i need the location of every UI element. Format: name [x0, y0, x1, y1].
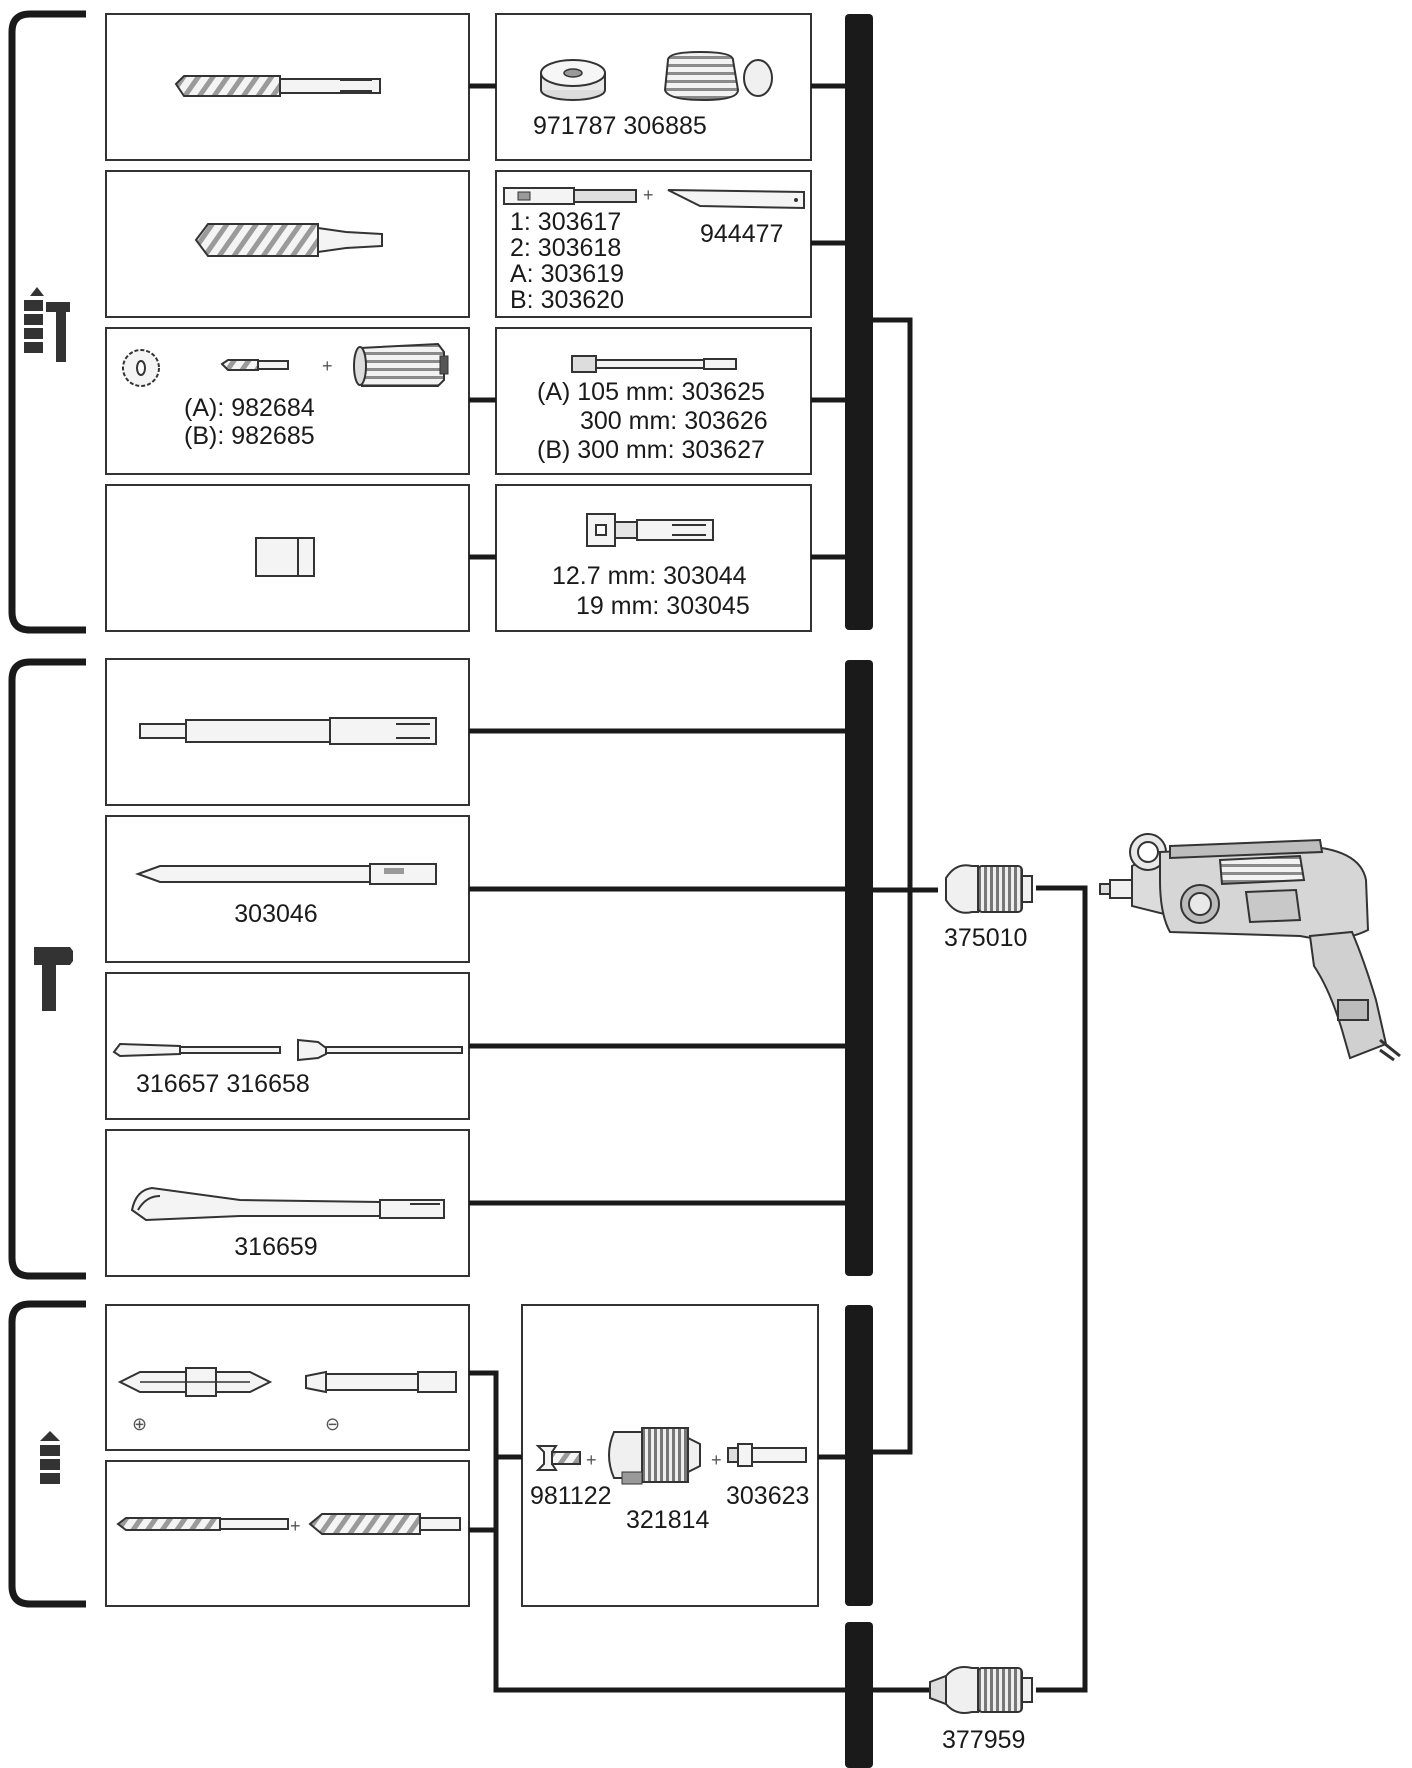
rotary-hammer-tool-icon [1099, 833, 1401, 1062]
row2-code-b: B: 303620 [510, 286, 624, 314]
pointed-chisel-code: 303046 [234, 900, 318, 928]
row4-code-2: 19 mm: 303045 [576, 592, 750, 620]
flat-chisel-codes: 316657 316658 [136, 1070, 310, 1098]
bus-bar-hammer-drill [845, 14, 873, 630]
quick-change-chuck-upper-icon [945, 864, 1033, 914]
box-socket-adapter [495, 484, 812, 632]
mode-bracket-hammer-drill [8, 10, 86, 634]
twist-drill-bit-icon [116, 1517, 289, 1531]
row2-rod-code: 944477 [700, 220, 784, 248]
row3-right-code-mid: 300 mm: 303626 [580, 407, 768, 435]
connector-lines [469, 83, 1088, 1693]
row3-left-code-a: (A): 982684 [184, 394, 315, 422]
chuck-plus-sign-left: + [586, 1450, 597, 1470]
slotted-symbol: ⊖ [325, 1414, 341, 1434]
drill-mode-icon [40, 1431, 60, 1484]
row2-code-1: 1: 303617 [510, 208, 622, 236]
phillips-bit-icon [117, 1367, 273, 1397]
pilot-drill-icon [220, 359, 289, 371]
narrow-flat-chisel-icon [112, 1042, 281, 1058]
chuck-plus-sign-right: + [711, 1450, 722, 1470]
core-cutter-icon [353, 342, 449, 387]
socket-adapter-icon [586, 513, 714, 547]
box-extension-rods [495, 327, 812, 475]
quick-change-chuck-lower-icon [929, 1666, 1033, 1714]
socket-icon [255, 537, 315, 577]
wood-auger-bit-icon [308, 1513, 461, 1535]
drill-plus-sign: + [290, 1516, 301, 1536]
wide-flat-chisel-icon [297, 1038, 463, 1062]
sds-drill-bit-icon [174, 75, 381, 97]
hammer-drill-mode-icon [24, 287, 70, 362]
row3-right-code-a: (A) 105 mm: 303625 [537, 378, 765, 406]
chuck-adapter-screw-icon [535, 1445, 581, 1471]
bus-bar-drill-lower [845, 1622, 873, 1768]
bull-point-chisel-icon [139, 717, 437, 745]
keyed-chuck-icon [608, 1427, 701, 1485]
sds-chuck-adapter-code: 303623 [726, 1482, 810, 1510]
core-drill-bit-icon [194, 223, 383, 257]
bus-bar-drill-upper [845, 1305, 873, 1606]
dust-cap-icon [663, 50, 773, 102]
depth-stop-ring-icon [540, 59, 606, 101]
pointed-chisel-icon [135, 863, 437, 885]
keyed-chuck-code: 321814 [626, 1506, 710, 1534]
gouge-chisel-icon [130, 1186, 445, 1222]
sds-chuck-adapter-icon [727, 1443, 807, 1467]
box-pointed-chisel [105, 815, 470, 963]
upper-chuck-code: 375010 [944, 924, 1028, 952]
row3-right-code-b: (B) 300 mm: 303627 [537, 436, 765, 464]
row2-plus-sign: + [643, 185, 654, 205]
extension-bar-icon [571, 355, 737, 373]
shank-adapter-icon [503, 187, 637, 205]
extension-rod-icon [667, 189, 805, 210]
bus-bar-chisel [845, 660, 873, 1276]
chisel-mode-icon [34, 947, 73, 1011]
mode-bracket-chisel [8, 658, 86, 1280]
row1-right-codes: 971787 306885 [533, 112, 707, 140]
chuck-adapter-code: 981122 [530, 1482, 612, 1510]
mode-bracket-drill [8, 1300, 86, 1608]
row3-plus-sign: + [322, 356, 333, 376]
centering-plate-icon [122, 349, 160, 387]
slotted-bit-icon [305, 1370, 457, 1394]
row3-left-code-b: (B): 982685 [184, 422, 315, 450]
gouge-chisel-code: 316659 [234, 1233, 318, 1261]
phillips-symbol: ⊕ [132, 1414, 148, 1434]
row2-code-2: 2: 303618 [510, 234, 622, 262]
lower-chuck-code: 377959 [942, 1726, 1026, 1754]
row4-code-1: 12.7 mm: 303044 [552, 562, 747, 590]
row2-code-a: A: 303619 [510, 260, 624, 288]
